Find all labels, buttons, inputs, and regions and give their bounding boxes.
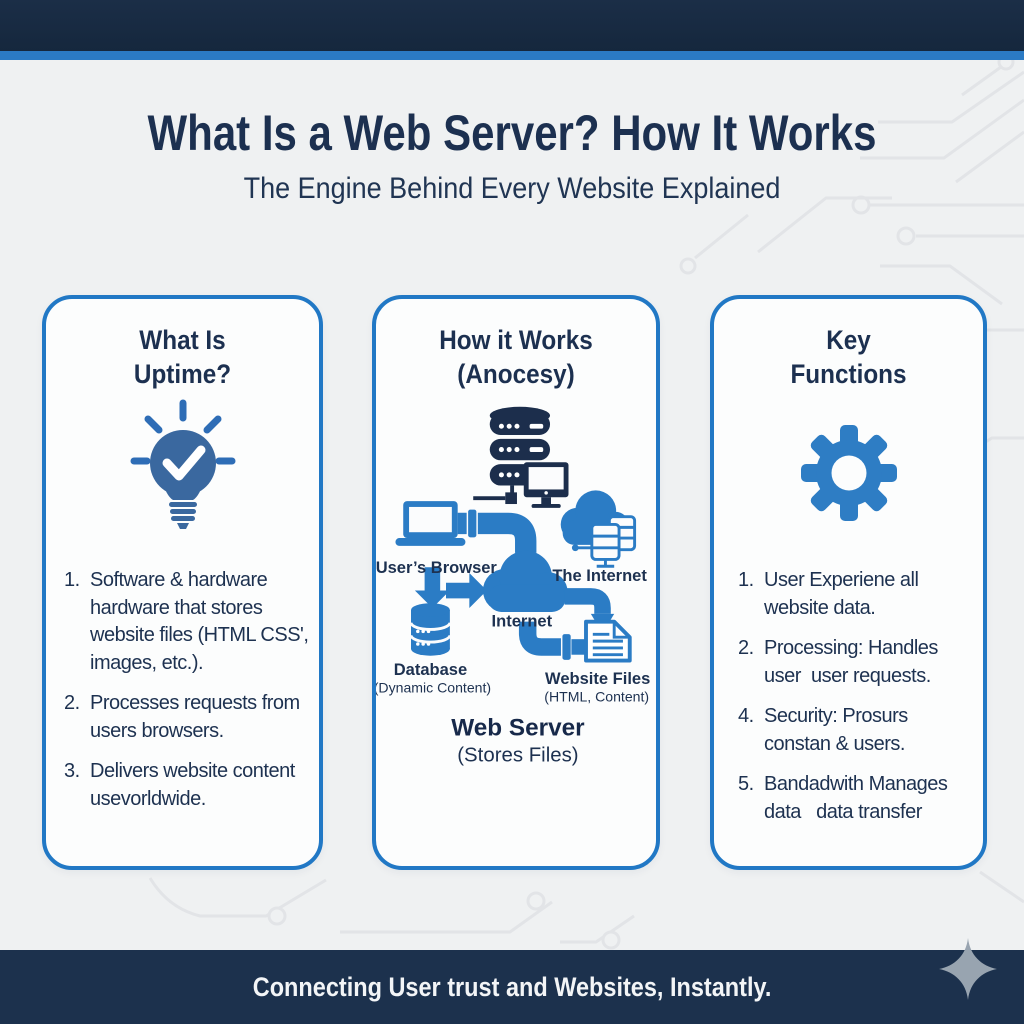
database-label: Database [394,660,467,679]
page-title: What Is a Web Server? How It Works [147,105,877,161]
card-how-it-works: How it Works (Anocesy) [372,295,660,870]
document-icon [584,619,632,663]
uptime-list: 1. Software & hardware hardware that sto… [46,567,319,826]
card-key-functions: Key Functions 1. User Experiene all webs… [710,295,987,870]
web-server-diagram: User’s Browser The Internet Internet Dat… [376,406,650,767]
internet-cloud-database-icon [560,490,637,568]
page-subtitle: The Engine Behind Every Website Explaine… [243,172,781,205]
lightbulb-check-icon [130,399,235,529]
internet-label: Internet [492,612,553,631]
list-item: 2. Processes requests from users browser… [64,692,305,742]
footer-bar: Connecting User trust and Websites, Inst… [0,950,1024,1024]
card-title: How it Works (Anocesy) [390,323,642,391]
card-title-line1: Key [826,325,871,355]
card-title: Key Functions [727,323,969,391]
users-browser-label: User’s Browser [376,558,497,577]
gear-icon [800,425,897,521]
arrow-right-icon [446,573,487,609]
card-title-line1: How it Works [439,325,593,355]
blue-accent-stripe [0,51,1024,60]
pipe-icon [518,621,586,662]
card-title-line2: Functions [790,359,907,389]
list-item: 1. Software & hardware hardware that sto… [64,569,314,674]
arrow-down-icon [414,567,450,609]
website-files-label: Website Files [545,669,650,688]
monitor-icon [473,462,569,508]
list-item: 1. User Experiene all website data. [738,569,924,619]
top-navy-bar [0,0,1024,51]
website-files-sublabel: (HTML, Content) [544,688,649,704]
card-title-line1: What Is [139,325,226,355]
database-sublabel: (Dynamic Content) [376,680,491,696]
cloud-icon [482,550,568,612]
key-functions-list: 1. User Experiene all website data. 2. P… [714,567,983,839]
list-item: 3. Delivers website content usevorldwide… [64,760,300,810]
web-server-label: Web Server [451,714,585,741]
list-item: 2. Processing: Handles user user request… [738,637,943,687]
sparkle-icon [939,938,997,1000]
laptop-icon [395,501,466,546]
database-icon [409,603,452,656]
card-title-line2: Uptime? [133,359,232,389]
list-item: 4. Security: Prosurs constan & users. [738,705,913,755]
card-title: What Is Uptime? [60,323,306,391]
card-title-line2: (Anocesy) [457,359,575,389]
web-server-sublabel: (Stores Files) [457,745,578,767]
list-item: 5. Bandadwith Manages data data transfer [738,773,953,823]
footer-text: Connecting User trust and Websites, Inst… [252,971,772,1002]
card-what-is-uptime: What Is Uptime? 1. Software & hardware h… [42,295,323,870]
the-internet-label: The Internet [552,566,647,585]
